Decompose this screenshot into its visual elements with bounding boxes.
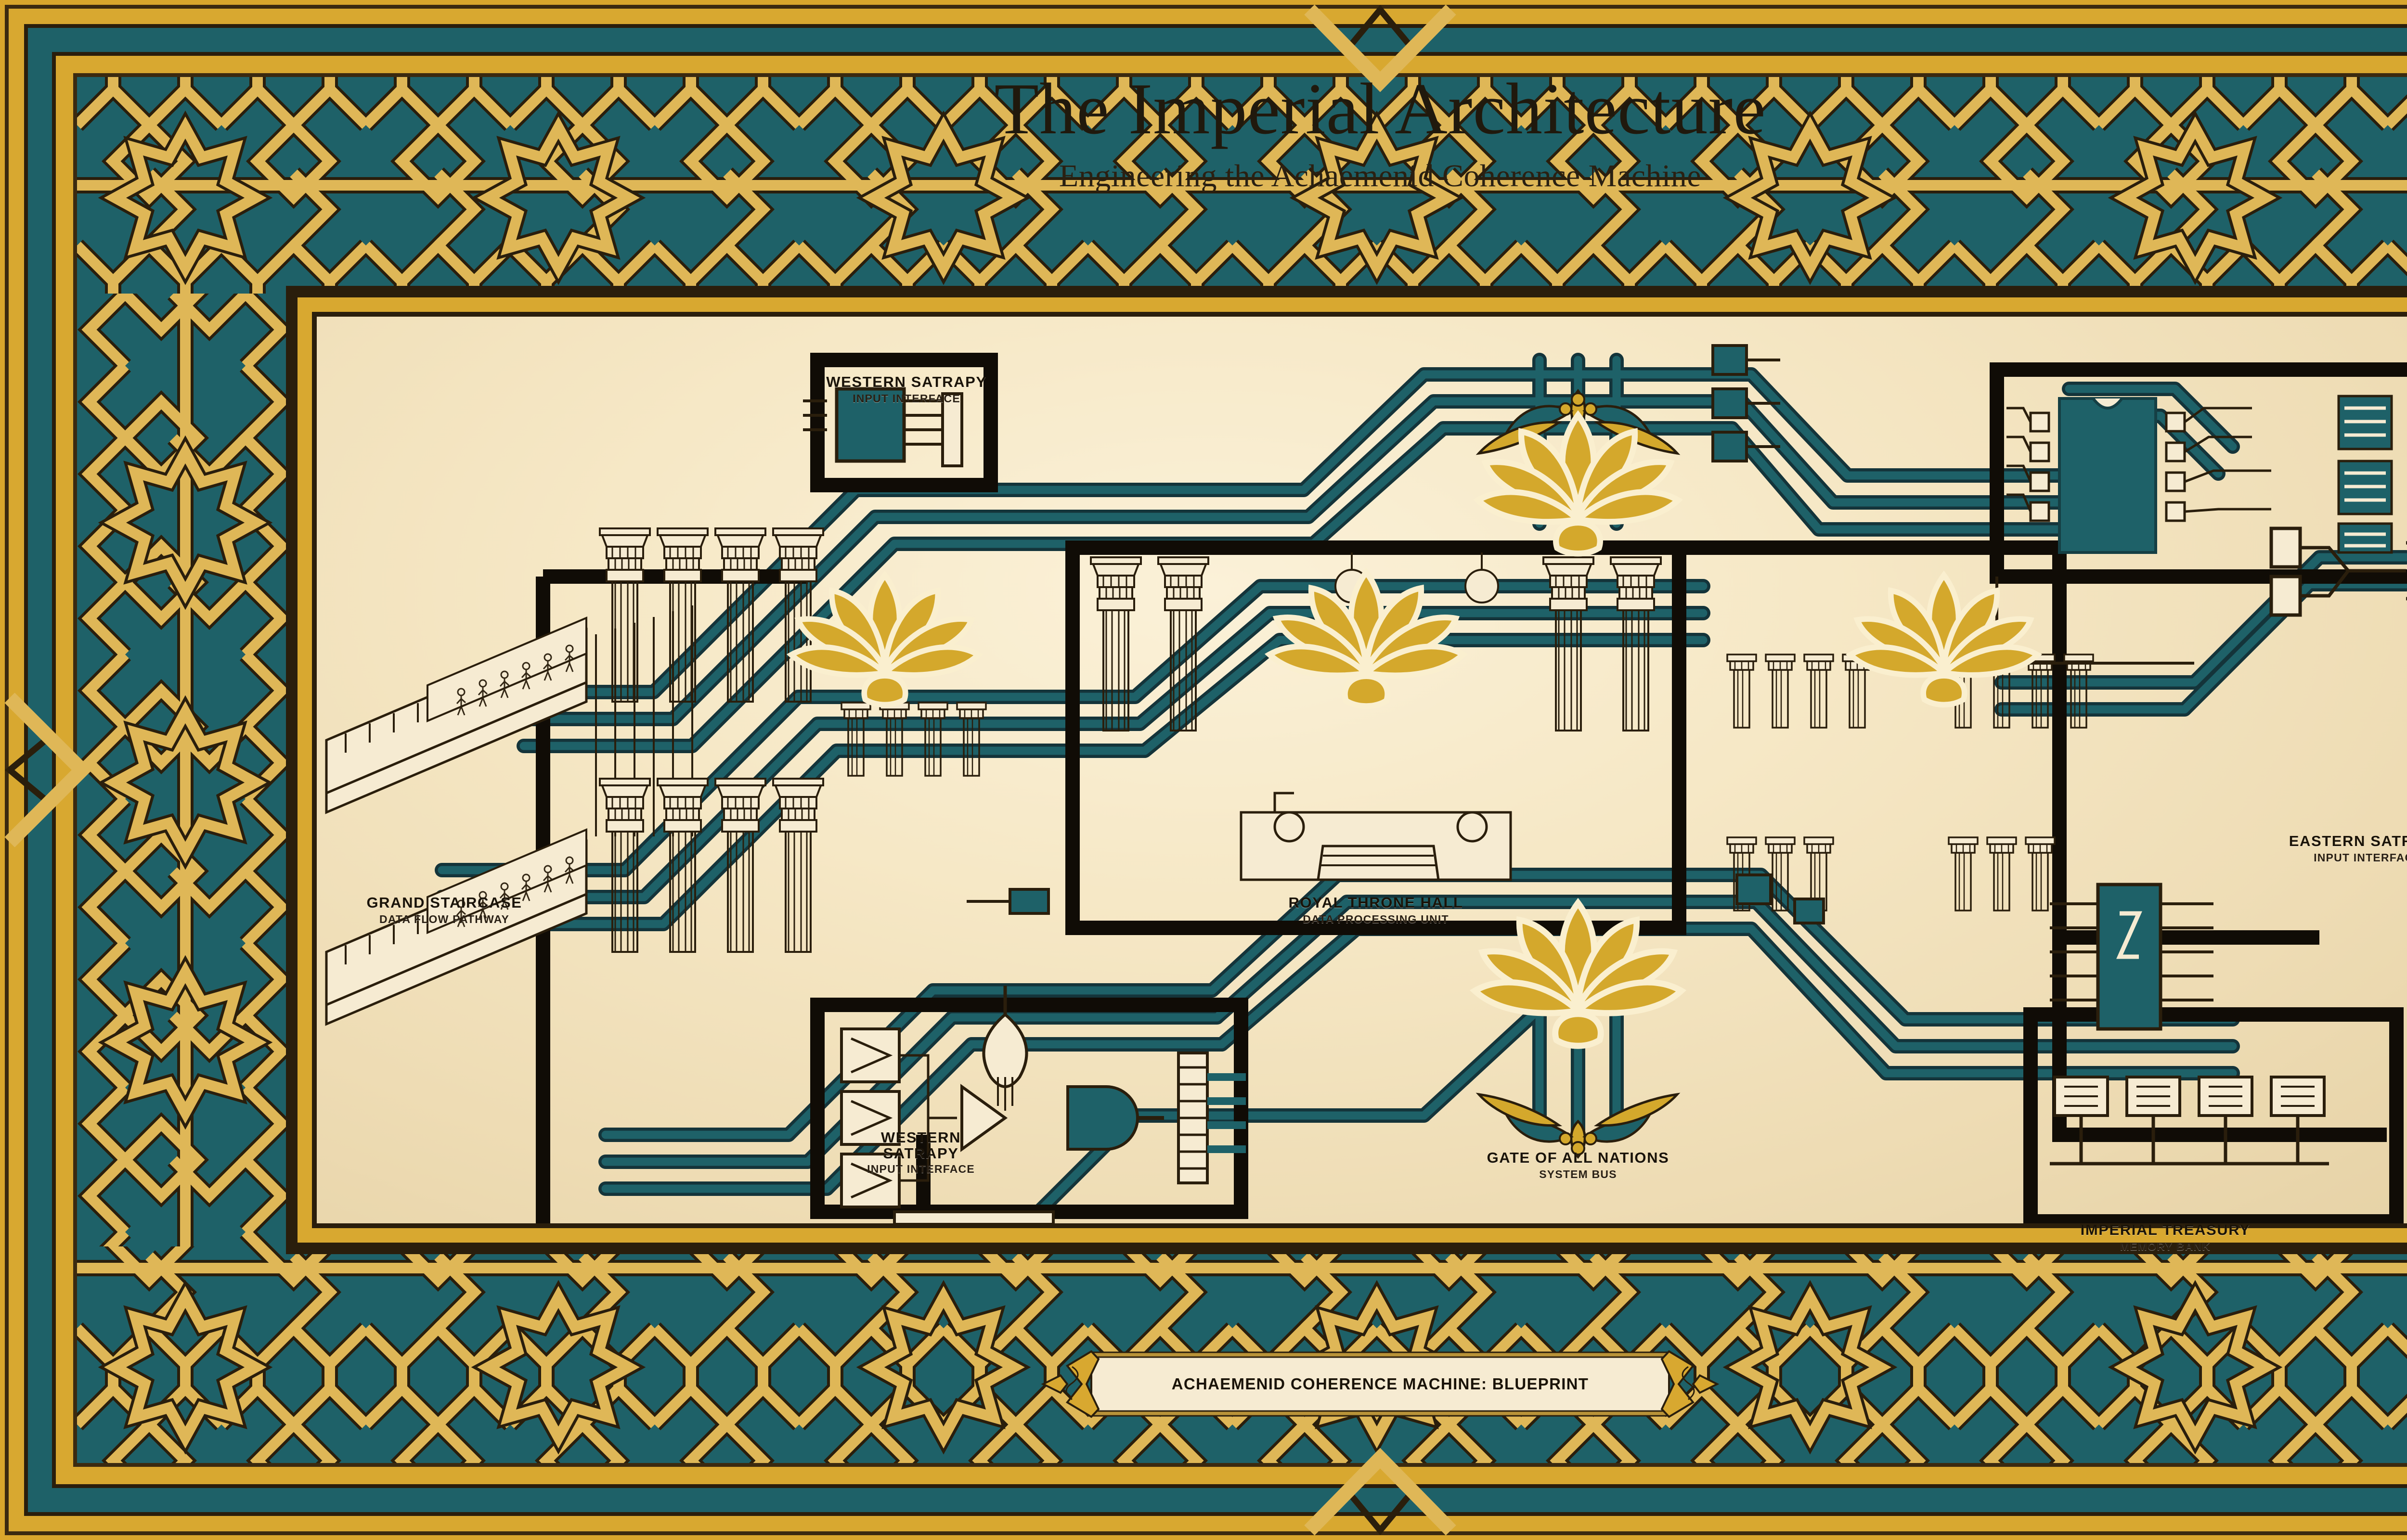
label-grand-staircase: GRAND STAIRCASE DATA FLOW PATHWAY (366, 894, 522, 925)
connector-top-left (803, 387, 963, 467)
cartouche-label: ACHAEMENID COHERENCE MACHINE: BLUEPRINT (1171, 1375, 1589, 1393)
lotus-ornament-top (1478, 391, 1678, 553)
title-block: The Imperial Architecture Engineering th… (0, 72, 2407, 194)
label-gate-of-all-nations: GATE OF ALL NATIONS SYSTEM BUS (1487, 1149, 1669, 1181)
colonnade-small-row (841, 702, 987, 777)
throne-dais-graphic (1240, 792, 1512, 881)
eastern-satrapy-connector (2269, 526, 2407, 617)
cartouche-frame-icon (1041, 1350, 1720, 1418)
label-eastern-satrapy: EASTERN SATRAPY INPUT INTERFACE (2289, 833, 2407, 864)
label-western-satrapy-bottom: WESTERN SATRAPY INPUT INTERFACE (867, 1129, 975, 1176)
blueprint-cartouche: ACHAEMENID COHERENCE MACHINE: BLUEPRINT (1014, 1342, 1746, 1426)
grand-staircase-graphic (325, 605, 693, 1026)
lotus-ornament-left (791, 575, 979, 705)
page-subtitle: Engineering the Achaemenid Coherence Mac… (1059, 158, 1702, 193)
label-imperial-treasury: IMPERIAL TREASURY MEMORY BANK (2080, 1221, 2251, 1253)
label-royal-throne-hall: ROYAL THRONE HALL DATA PROCESSING UNIT (1288, 894, 1463, 925)
page-title: The Imperial Architecture (994, 68, 1766, 149)
logic-module-bottom-left (840, 986, 1246, 1223)
label-western-satrapy-top: WESTERN SATRAPY INPUT INTERFACE (826, 373, 987, 405)
colonnade-right-upper (1726, 654, 1873, 729)
colonnade-mid-left (599, 778, 824, 953)
circuit-module-top-right (1995, 395, 2393, 665)
blueprint-svg (325, 344, 2407, 1223)
plug-connectors (967, 344, 1825, 924)
colonnade-right-bottom (1726, 836, 2056, 911)
memory-bank-module (2050, 883, 2329, 1166)
blueprint-diagram: WESTERN SATRAPY INPUT INTERFACE GRAND ST… (317, 317, 2407, 1253)
